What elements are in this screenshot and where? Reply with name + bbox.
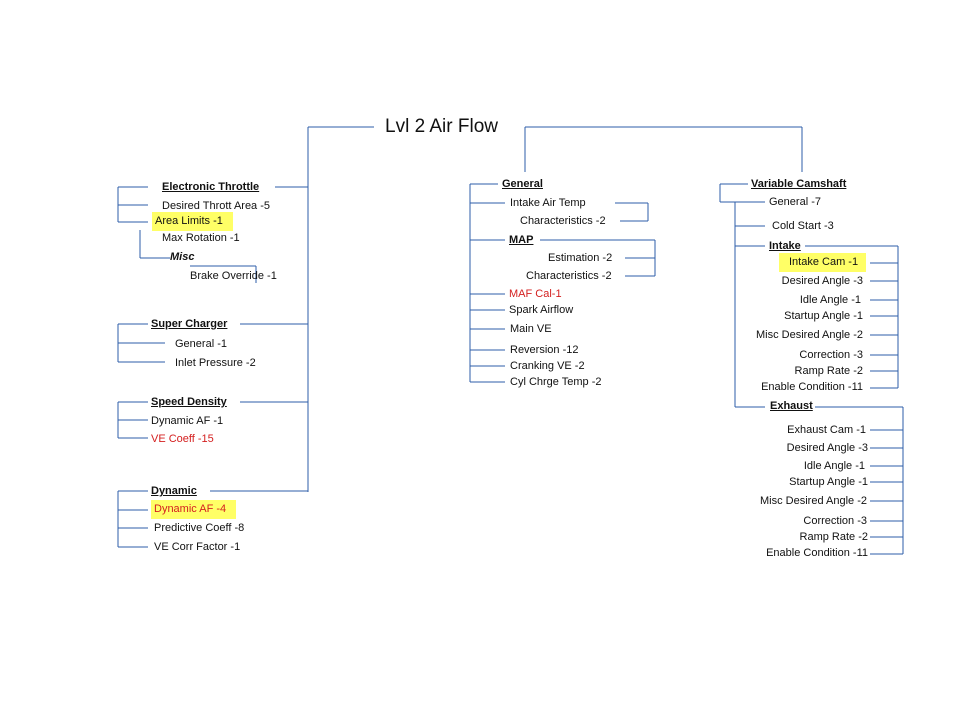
inlet-pressure-item: Inlet Pressure -2 <box>175 357 256 369</box>
general-characteristics-item: Characteristics -2 <box>520 215 606 227</box>
max-rotation-item: Max Rotation -1 <box>162 232 240 244</box>
cranking-ve-item: Cranking VE -2 <box>510 360 585 372</box>
exhaust-cam-item: Exhaust Cam -1 <box>787 424 866 436</box>
intake-enable-condition-item: Enable Condition -11 <box>761 381 863 393</box>
map-header: MAP <box>509 234 534 246</box>
intake-desired-angle-item: Desired Angle -3 <box>781 275 863 287</box>
misc-label: Misc <box>170 251 195 263</box>
intake-correction-item: Correction -3 <box>799 349 863 361</box>
cold-start-item: Cold Start -3 <box>772 220 834 232</box>
map-estimation-item: Estimation -2 <box>548 252 613 264</box>
brake-override-item: Brake Override -1 <box>190 270 277 282</box>
area-limits-item: Area Limits -1 <box>152 212 233 231</box>
spark-airflow-item: Spark Airflow <box>509 304 574 316</box>
super-charger-header: Super Charger <box>151 318 228 330</box>
intake-air-temp-item: Intake Air Temp <box>510 197 586 209</box>
main-ve-item: Main VE <box>510 323 552 335</box>
exhaust-misc-desired-angle-item: Misc Desired Angle -2 <box>760 495 867 507</box>
exhaust-header: Exhaust <box>770 400 813 412</box>
intake-idle-angle-item: Idle Angle -1 <box>799 294 861 306</box>
exhaust-startup-angle-item: Startup Angle -1 <box>789 476 868 488</box>
exhaust-desired-angle-item: Desired Angle -3 <box>786 442 868 454</box>
electronic-throttle-header: Electronic Throttle <box>162 181 260 193</box>
speed-density-header: Speed Density <box>151 396 227 408</box>
general-header: General <box>502 178 543 190</box>
dynamic-header: Dynamic <box>151 485 197 497</box>
super-charger-general-item: General -1 <box>175 338 227 350</box>
ve-corr-factor-item: VE Corr Factor -1 <box>154 541 241 553</box>
dynamic-af-item: Dynamic AF -4 <box>151 500 237 519</box>
exhaust-enable-condition-item: Enable Condition -11 <box>766 547 868 559</box>
cyl-chrge-temp-item: Cyl Chrge Temp -2 <box>510 376 602 388</box>
intake-header: Intake <box>769 240 801 252</box>
maf-cal-item: MAF Cal-1 <box>509 288 562 300</box>
exhaust-ramp-rate-item: Ramp Rate -2 <box>799 531 868 543</box>
ve-coeff-item: VE Coeff -15 <box>151 433 214 445</box>
exhaust-idle-angle-item: Idle Angle -1 <box>803 460 865 472</box>
predictive-coeff-item: Predictive Coeff -8 <box>154 522 245 534</box>
exhaust-correction-item: Correction -3 <box>803 515 867 527</box>
camshaft-general-item: General -7 <box>769 196 821 208</box>
variable-camshaft-header: Variable Camshaft <box>751 178 847 190</box>
intake-misc-desired-angle-item: Misc Desired Angle -2 <box>756 329 863 341</box>
intake-cam-item: Intake Cam -1 <box>779 253 867 272</box>
diagram-title: Lvl 2 Air Flow <box>385 116 498 137</box>
desired-thrott-area-item: Desired Thrott Area -5 <box>162 200 271 212</box>
map-characteristics-item: Characteristics -2 <box>526 270 612 282</box>
reversion-item: Reversion -12 <box>510 344 579 356</box>
intake-startup-angle-item: Startup Angle -1 <box>784 310 863 322</box>
intake-ramp-rate-item: Ramp Rate -2 <box>794 365 863 377</box>
speed-density-dynamic-af-item: Dynamic AF -1 <box>151 415 224 427</box>
